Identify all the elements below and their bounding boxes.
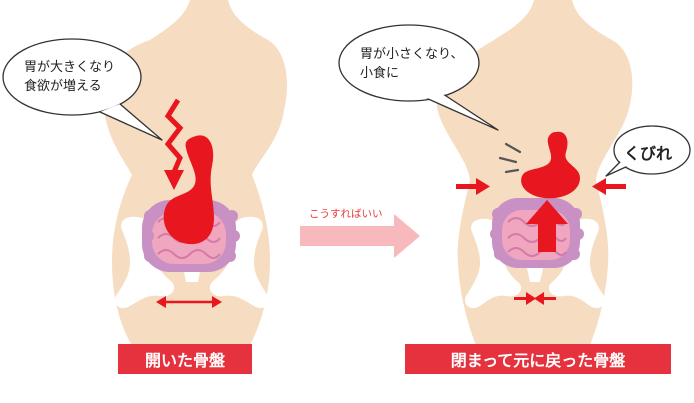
right-pelvis	[464, 218, 606, 309]
left-widen-double-arrow-icon	[156, 296, 222, 308]
right-sacrum	[526, 264, 544, 282]
kubire-label: くびれ	[624, 144, 673, 163]
squeeze-arrow-right-icon	[592, 178, 626, 195]
left-bubble-line2: 食欲が増える	[24, 79, 102, 94]
left-speech-bubble	[2, 38, 163, 141]
right-bubble-line1: 胃が小さくなり、	[360, 47, 464, 62]
left-bubble-line1: 胃が大きくなり	[24, 60, 116, 75]
right-bubble-line2: 小食に	[360, 66, 400, 81]
right-close-arrows-icon	[514, 292, 556, 305]
transition-label: こうすればいい	[309, 208, 383, 220]
left-stomach-large	[163, 135, 214, 245]
up-arrow-icon	[526, 200, 568, 252]
left-hip-bone-right	[209, 216, 270, 309]
right-torso	[338, 0, 691, 345]
right-bubble-text: 胃が小さくなり、 小食に	[360, 45, 463, 83]
squeeze-arrow-left-icon	[456, 178, 490, 195]
transition-arrow-icon	[300, 214, 420, 258]
right-stomach-small	[521, 131, 580, 199]
right-intestines	[490, 198, 584, 268]
zigzag-down-arrow-icon	[164, 98, 184, 190]
kubire-bubble	[605, 125, 691, 177]
right-speech-bubble	[338, 24, 499, 131]
right-hip-bone-right	[548, 218, 606, 309]
left-torso	[2, 0, 287, 345]
stomach-motion-lines	[498, 142, 522, 174]
right-caption: 閉まって元に戻った骨盤	[405, 344, 671, 374]
left-hip-bone-left	[114, 216, 175, 309]
right-hip-bone-left	[464, 218, 522, 309]
left-caption: 開いた骨盤	[118, 344, 252, 374]
left-bubble-text: 胃が大きくなり 食欲が増える	[24, 58, 115, 96]
